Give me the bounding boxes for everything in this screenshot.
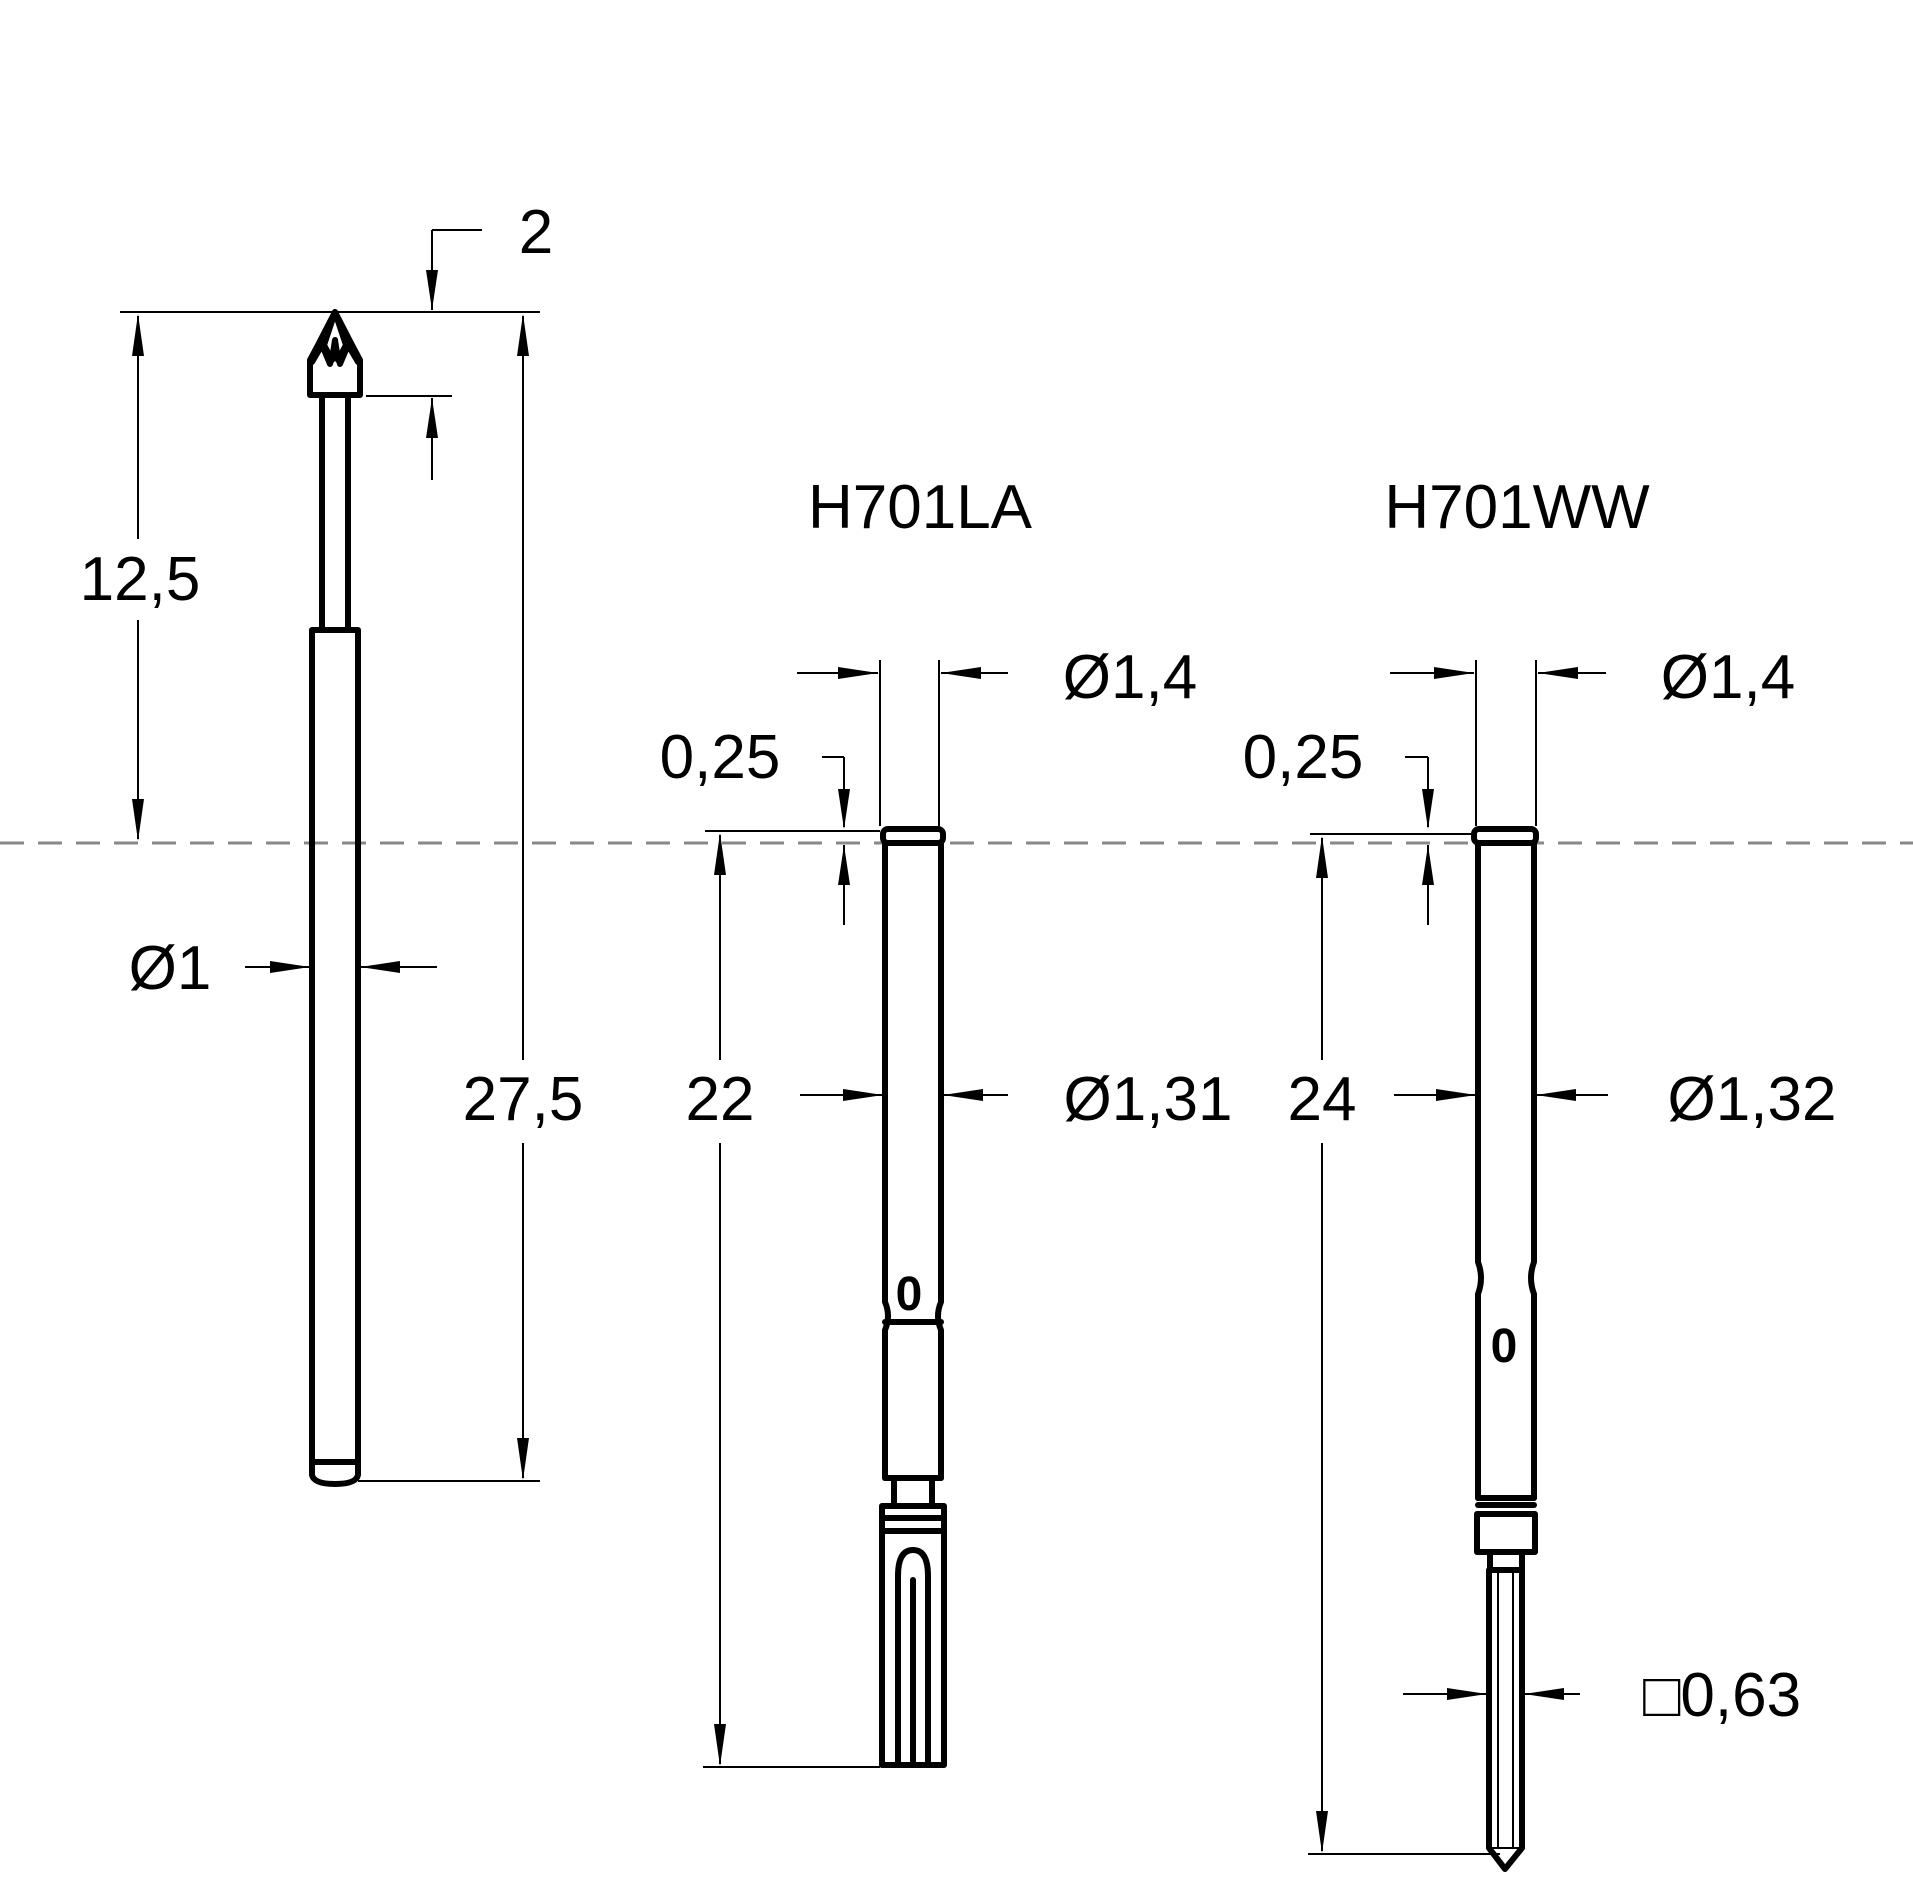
- arrow: [1422, 789, 1434, 829]
- arrow: [1316, 836, 1328, 878]
- receptacle-ww: 0: [1471, 826, 1539, 1872]
- arrow: [1422, 845, 1434, 885]
- la-slot: [895, 1547, 931, 1768]
- arrow: [1524, 1688, 1564, 1700]
- arrow: [1434, 667, 1474, 679]
- label-tip-length: 2: [519, 198, 553, 267]
- ww-code-mark: 0: [1491, 1320, 1518, 1373]
- label-la-collar: 0,25: [660, 723, 781, 792]
- arrow: [838, 789, 850, 829]
- plunger-part: [307, 309, 363, 1487]
- arrow: [426, 270, 438, 310]
- la-neck: [891, 1475, 935, 1509]
- arrow: [426, 398, 438, 438]
- label-la-body-diameter: Ø1,31: [1064, 1065, 1233, 1134]
- arrow: [843, 1089, 883, 1101]
- label-ww-post-square: □0,63: [1643, 1661, 1801, 1730]
- label-ww-body-diameter: Ø1,32: [1668, 1065, 1837, 1134]
- arrow: [517, 314, 529, 356]
- arrow: [1316, 1811, 1328, 1853]
- arrow: [1436, 1089, 1476, 1101]
- arrow: [132, 799, 144, 841]
- title-h701la: H701LA: [808, 473, 1033, 542]
- arrow: [270, 961, 310, 973]
- dimension-lines: [120, 229, 1608, 1855]
- arrow: [838, 845, 850, 885]
- label-ww-collar: 0,25: [1243, 723, 1364, 792]
- label-plunger-diameter: Ø1: [129, 934, 212, 1003]
- arrow: [360, 961, 400, 973]
- label-ww-outer-diameter: Ø1,4: [1661, 643, 1795, 712]
- arrow: [1536, 1089, 1576, 1101]
- plunger-barrel: [309, 627, 361, 1487]
- plunger-shaft: [319, 392, 351, 633]
- arrow: [132, 314, 144, 356]
- arrow: [714, 833, 726, 875]
- plunger-crown-serration: [309, 342, 361, 367]
- ww-body: [1475, 840, 1537, 1501]
- ww-post: [1486, 1567, 1525, 1872]
- label-la-outer-diameter: Ø1,4: [1063, 643, 1197, 712]
- label-ww-length: 24: [1288, 1065, 1357, 1134]
- arrow: [714, 1724, 726, 1766]
- arrow: [1447, 1688, 1487, 1700]
- arrow: [1538, 667, 1578, 679]
- label-overall-length: 27,5: [463, 1065, 584, 1134]
- arrow: [943, 1089, 983, 1101]
- arrow: [838, 667, 878, 679]
- dimension-labels: 2 12,5 27,5 Ø1 H701LA Ø1,4 0,25 22 Ø1,31…: [80, 198, 1837, 1730]
- arrow: [517, 1438, 529, 1480]
- ww-ring: [1474, 1511, 1538, 1555]
- label-la-length: 22: [686, 1065, 755, 1134]
- la-body: [882, 840, 944, 1481]
- receptacle-la: 0: [879, 826, 947, 1768]
- arrow: [941, 667, 981, 679]
- label-plunger-length: 12,5: [80, 545, 201, 614]
- la-code-mark: 0: [896, 1268, 923, 1321]
- title-h701ww: H701WW: [1384, 473, 1650, 542]
